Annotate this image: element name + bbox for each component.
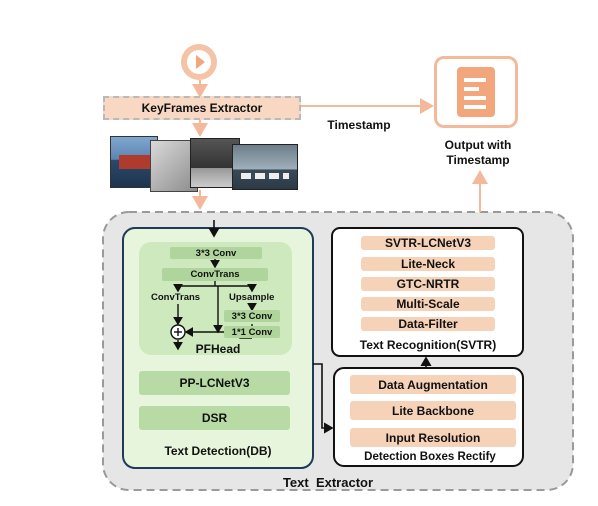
pfhead-upsample: Upsample bbox=[229, 292, 275, 303]
document-icon bbox=[434, 56, 518, 128]
keyframes-extractor-box: KeyFrames Extractor bbox=[103, 96, 301, 120]
output-label: Output with Timestamp bbox=[430, 138, 526, 168]
keyframes-extractor-label: KeyFrames Extractor bbox=[141, 101, 263, 115]
keyframe-image bbox=[232, 144, 298, 190]
rectify-item-lite-backbone: Lite Backbone bbox=[350, 401, 516, 420]
pfhead-conv33-right: 3*3 Conv bbox=[224, 310, 280, 322]
rectify-item-input-resolution: Input Resolution bbox=[350, 428, 516, 447]
pfhead-conv11: 1*1 Conv bbox=[224, 326, 280, 338]
dsr-block: DSR bbox=[139, 406, 290, 430]
recognition-item-multi-scale: Multi-Scale bbox=[361, 297, 495, 311]
recognition-item-data-filter: Data-Filter bbox=[361, 317, 495, 331]
output-label-line2: Timestamp bbox=[446, 153, 510, 167]
text-recognition-title: Text Recognition(SVTR) bbox=[359, 338, 497, 352]
text-extractor-title: Text Extractor bbox=[282, 475, 374, 490]
recognition-item-gtc-nrtr: GTC-NRTR bbox=[361, 277, 495, 291]
pfhead-conv33-top: 3*3 Conv bbox=[170, 247, 262, 259]
pp-lcnetv3-block: PP-LCNetV3 bbox=[139, 371, 290, 395]
text-detection-title: Text Detection(DB) bbox=[164, 444, 272, 458]
output-label-line1: Output with bbox=[444, 138, 512, 152]
recognition-item-lite-neck: Lite-Neck bbox=[361, 257, 495, 271]
pfhead-convtrans-top: ConvTrans bbox=[162, 268, 268, 281]
rectify-title: Detection Boxes Rectify bbox=[364, 451, 496, 463]
timestamp-label: Timestamp bbox=[327, 118, 391, 132]
keyframe-thumbnails bbox=[110, 136, 300, 192]
pfhead-label: PFHead bbox=[195, 342, 241, 356]
recognition-item-svtr-lcnetv3: SVTR-LCNetV3 bbox=[361, 236, 495, 250]
play-icon bbox=[181, 44, 217, 80]
rectify-item-data-augmentation: Data Augmentation bbox=[350, 375, 516, 394]
keyframe-image bbox=[190, 138, 240, 188]
pfhead-convtrans-left: ConvTrans bbox=[151, 292, 201, 303]
